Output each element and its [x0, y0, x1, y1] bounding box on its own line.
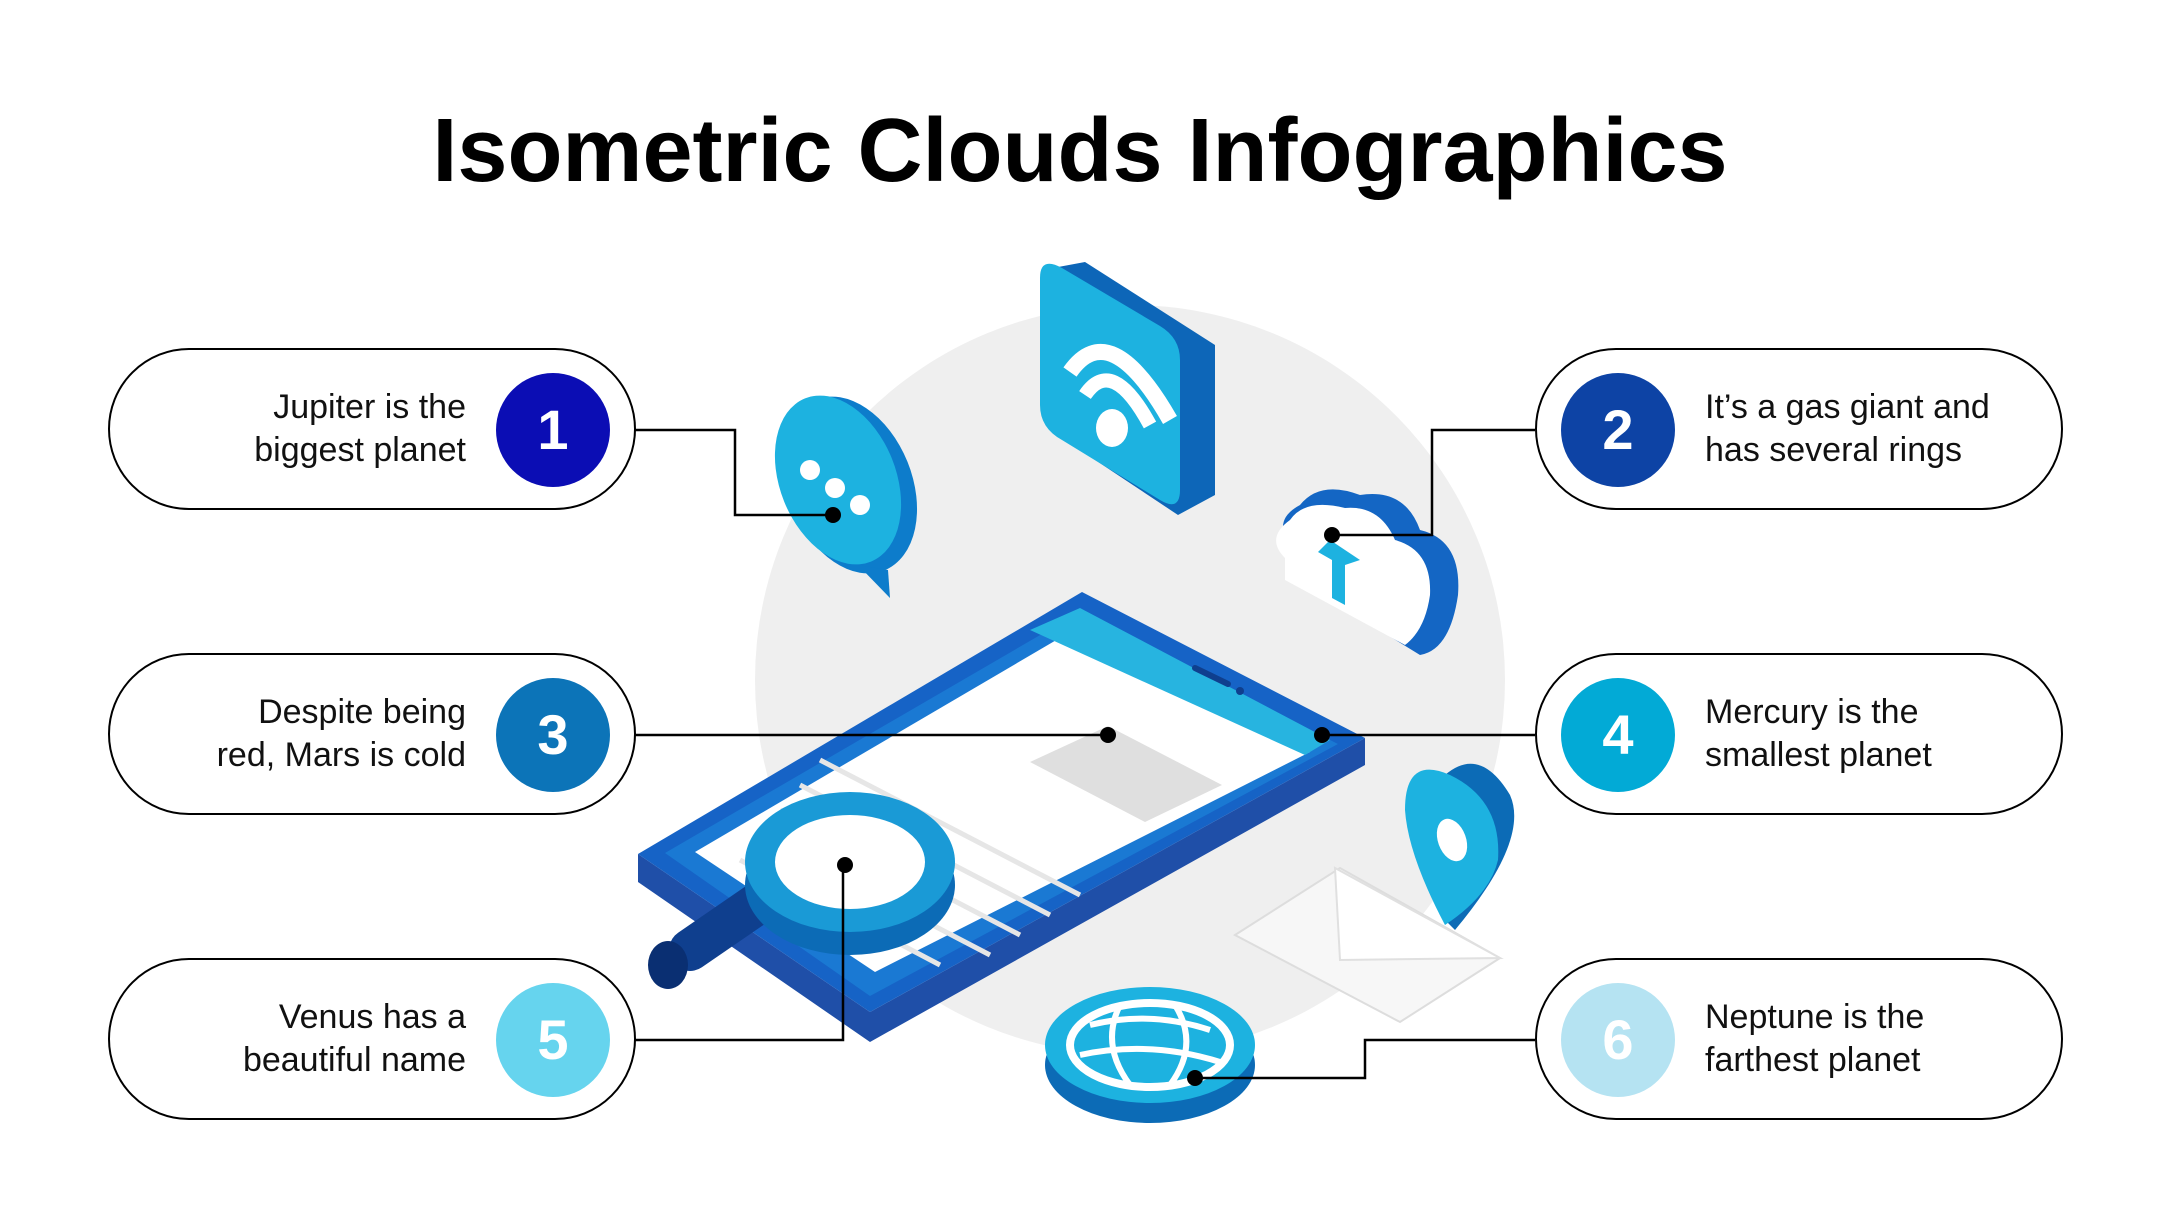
number-badge-5: 5 — [496, 983, 610, 1097]
info-item-2-line2: has several rings — [1705, 431, 1963, 469]
number-badge-4: 4 — [1561, 678, 1675, 792]
info-item-4-text: Mercury is the smallest planet — [1705, 655, 1932, 813]
globe-icon — [1045, 987, 1255, 1123]
connector-dot-4 — [1314, 727, 1330, 743]
connector-dot-6 — [1187, 1070, 1203, 1086]
info-item-6: 6 Neptune is the farthest planet — [1535, 958, 2063, 1120]
connector-dot-1 — [825, 507, 841, 523]
connector-2 — [1332, 428, 1535, 537]
info-item-1-text: Jupiter is the biggest planet — [254, 350, 466, 508]
connector-5 — [632, 865, 845, 1042]
info-item-3-line2: red, Mars is cold — [216, 736, 466, 774]
info-item-5-text: Venus has a beautiful name — [243, 960, 466, 1118]
number-badge-2: 2 — [1561, 373, 1675, 487]
info-item-2-text: It’s a gas giant and has several rings — [1705, 350, 1990, 508]
info-item-5-line2: beautiful name — [242, 1041, 466, 1079]
info-item-3-text: Despite being red, Mars is cold — [217, 655, 466, 813]
number-badge-6: 6 — [1561, 983, 1675, 1097]
info-item-2-line1: It’s a gas giant and — [1705, 388, 1990, 426]
slide-title: Isometric Clouds Infographics — [432, 101, 1728, 201]
info-item-6-line1: Neptune is the — [1705, 998, 1925, 1036]
connector-dot-5 — [837, 857, 853, 873]
connector-dot-3 — [1100, 727, 1116, 743]
info-item-1-line1: Jupiter is the — [273, 388, 466, 426]
wifi-icon — [1040, 262, 1215, 515]
info-item-4-line1: Mercury is the — [1705, 693, 1919, 731]
chat-bubble-icon — [774, 395, 918, 598]
connector-6 — [1195, 1038, 1535, 1080]
info-item-2: 2 It’s a gas giant and has several rings — [1535, 348, 2063, 510]
location-pin-icon — [1405, 763, 1515, 930]
info-item-1: Jupiter is the biggest planet 1 — [108, 348, 636, 510]
info-item-5-line1: Venus has a — [278, 998, 466, 1036]
info-item-3-line1: Despite being — [258, 693, 466, 731]
envelope-icon — [1233, 866, 1504, 1024]
connector-dot-2 — [1324, 527, 1340, 543]
info-item-4-line2: smallest planet — [1705, 736, 1932, 774]
number-badge-3: 3 — [496, 678, 610, 792]
info-item-6-text: Neptune is the farthest planet — [1705, 960, 1924, 1118]
info-item-4: 4 Mercury is the smallest planet — [1535, 653, 2063, 815]
info-item-1-line2: biggest planet — [254, 431, 466, 469]
info-item-5: Venus has a beautiful name 5 — [108, 958, 636, 1120]
number-badge-1: 1 — [496, 373, 610, 487]
info-item-3: Despite being red, Mars is cold 3 — [108, 653, 636, 815]
info-item-6-line2: farthest planet — [1705, 1041, 1921, 1079]
connector-1 — [632, 428, 833, 517]
